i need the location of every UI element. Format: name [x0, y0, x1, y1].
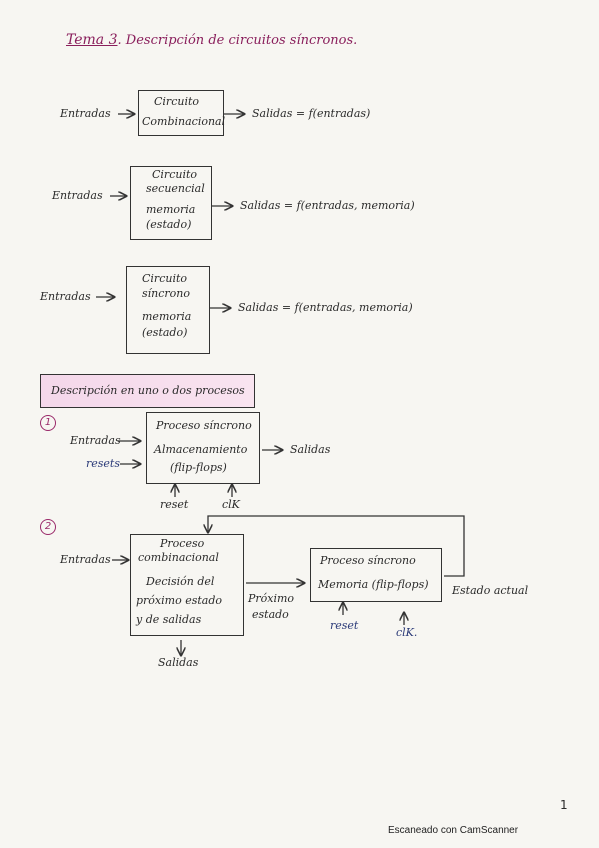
page-title: Tema 3. Descripción de circuitos síncron…: [66, 29, 357, 48]
d3-inputs-label: Entradas: [40, 290, 91, 303]
d2-box-line2: secuencial: [146, 182, 205, 195]
o1-output-label: Salidas: [290, 443, 331, 456]
combinational-process-box: [130, 534, 244, 636]
o2-sync-line2: Memoria (flip-flops): [318, 578, 429, 591]
o2-clk-label: clK.: [396, 626, 418, 639]
option-1-marker: 1: [40, 415, 56, 431]
o2-next-state-2: estado: [252, 608, 289, 621]
title-description: . Descripción de circuitos síncronos.: [117, 33, 358, 48]
o1-resets-label: resets: [86, 457, 120, 470]
d1-output-label: Salidas = f(entradas): [252, 107, 371, 120]
sync-process-box: [146, 412, 260, 484]
o1-box-line1: Proceso síncrono: [156, 419, 252, 432]
d3-output-label: Salidas = f(entradas, memoria): [238, 301, 413, 314]
o2-comb-line4: próximo estado: [136, 594, 222, 607]
scanner-footer: Escaneado con CamScanner: [388, 825, 519, 836]
o1-inputs-label: Entradas: [70, 434, 121, 447]
d2-box-line3: memoria: [146, 203, 196, 216]
o2-reset-label: reset: [330, 619, 359, 632]
section-heading: Descripción en uno o dos procesos: [51, 384, 245, 397]
o2-current-state: Estado actual: [452, 584, 529, 597]
d3-box-line1: Circuito: [142, 272, 187, 285]
synchronous-circuit-box: [126, 266, 210, 354]
d2-output-label: Salidas = f(entradas, memoria): [240, 199, 415, 212]
sequential-circuit-box: [130, 166, 212, 240]
d1-box-line2: Combinacional: [142, 115, 226, 128]
o2-outputs-label: Salidas: [158, 656, 199, 669]
d1-inputs-label: Entradas: [60, 107, 111, 120]
o2-sync-line1: Proceso síncrono: [320, 554, 416, 567]
arrow-o2-feedback: [208, 515, 465, 577]
d3-box-line3: memoria: [142, 310, 192, 323]
combinational-circuit-box: [138, 90, 224, 136]
d1-box-line1: Circuito: [154, 95, 199, 108]
d2-inputs-label: Entradas: [52, 189, 103, 202]
o2-comb-line3: Decisión del: [146, 575, 215, 588]
title-topic: Tema 3: [66, 32, 118, 48]
page-number: 1: [560, 798, 568, 812]
o2-inputs-label: Entradas: [60, 553, 111, 566]
d2-box-line4: (estado): [146, 218, 192, 231]
section-heading-box: Descripción en uno o dos procesos: [40, 374, 255, 408]
o2-comb-line5: y de salidas: [136, 613, 202, 626]
o1-box-line2: Almacenamiento: [154, 443, 248, 456]
o2-comb-line2: combinacional: [138, 551, 219, 564]
o1-reset-label: reset: [160, 498, 189, 511]
o2-next-state-1: Próximo: [248, 592, 295, 605]
option-2-marker: 2: [40, 519, 56, 535]
o2-comb-line1: Proceso: [160, 537, 205, 550]
d3-box-line4: (estado): [142, 326, 188, 339]
d3-box-line2: síncrono: [142, 287, 190, 300]
o1-clk-label: clK: [222, 498, 240, 511]
d2-box-line1: Circuito: [152, 168, 197, 181]
sync-memory-box: [310, 548, 442, 602]
o1-box-line3: (flip-flops): [170, 461, 227, 474]
